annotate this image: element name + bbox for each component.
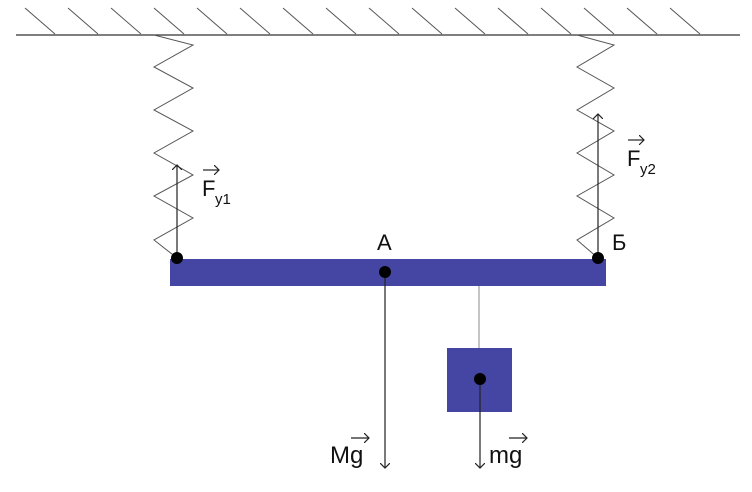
hatch-line	[497, 7, 529, 35]
hatch-line	[325, 7, 357, 35]
hatch-line	[411, 7, 443, 35]
hatch-line	[24, 7, 56, 35]
hatch-line	[196, 7, 228, 35]
hatch-line	[153, 7, 185, 35]
hatch-line	[239, 7, 271, 35]
label-force-fy2-main: F	[627, 146, 640, 171]
hatch-line	[583, 7, 615, 35]
hatch-line	[368, 7, 400, 35]
hatch-line	[540, 7, 572, 35]
hatch-line	[282, 7, 314, 35]
point-left-attachment	[171, 252, 183, 264]
label-force-fy1: F y1	[202, 170, 231, 208]
label-weight-block-text: mg	[489, 442, 522, 469]
hatch-line	[626, 7, 658, 35]
label-point-a: А	[377, 230, 392, 255]
hatch-line	[669, 7, 701, 35]
point-b	[592, 252, 604, 264]
label-force-fy1-main: F	[202, 176, 215, 201]
label-force-fy2-sub: y2	[640, 161, 656, 178]
right-spring	[576, 34, 616, 259]
hatch-line	[67, 7, 99, 35]
label-force-fy2: F y2	[627, 140, 656, 178]
ceiling	[16, 7, 740, 36]
point-block-center	[474, 373, 486, 385]
label-weight-beam-text: Mg	[330, 442, 363, 469]
label-weight-block: mg	[489, 438, 527, 469]
label-point-b: Б	[612, 230, 626, 255]
hatch-line	[454, 7, 486, 35]
ceiling-hatching	[24, 7, 701, 35]
label-force-fy1-sub: y1	[215, 191, 231, 208]
hatch-line	[110, 7, 142, 35]
label-weight-beam: Mg	[330, 438, 369, 469]
left-spring	[152, 34, 195, 259]
point-a	[379, 266, 391, 278]
